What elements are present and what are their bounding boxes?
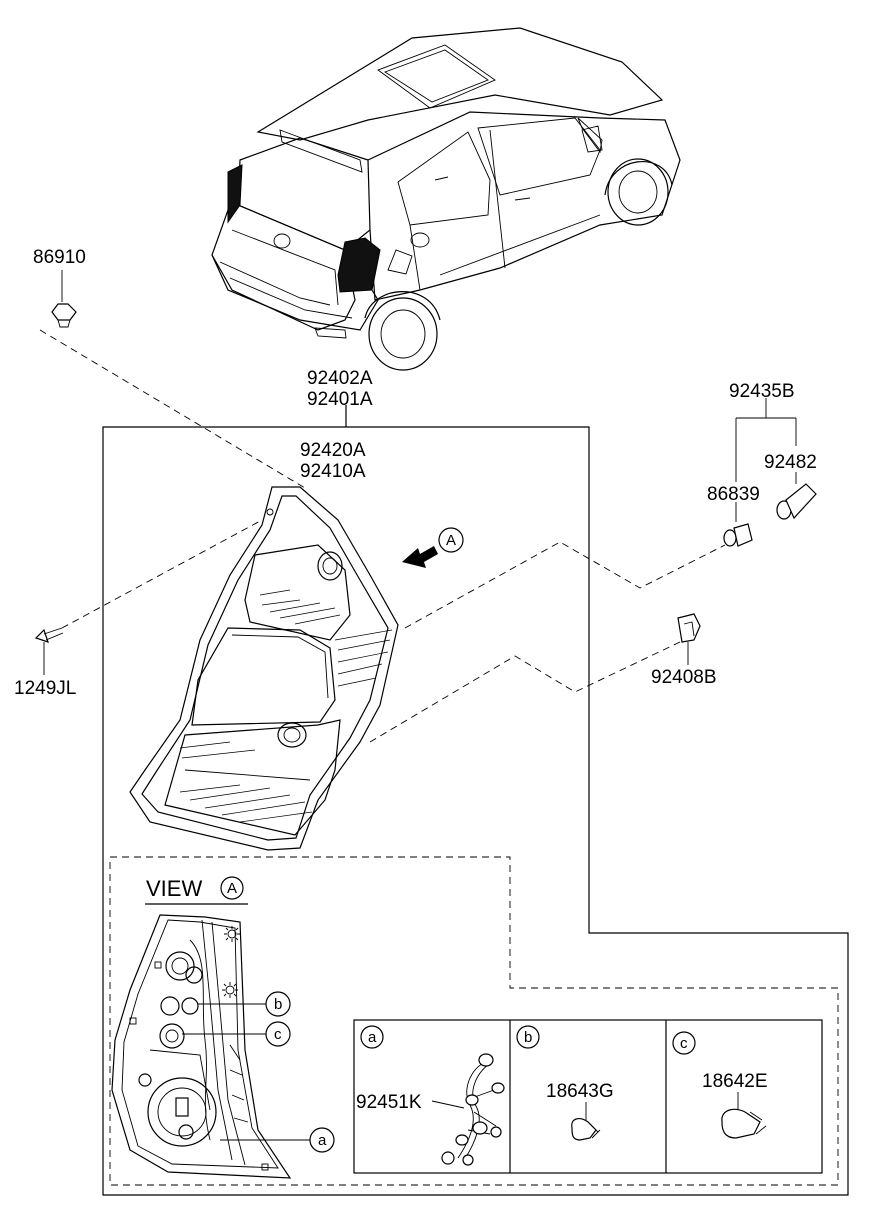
label-86910: 86910: [33, 247, 86, 268]
tail-lamp-assembly: [129, 486, 399, 851]
view-a-frame: [109, 856, 839, 1186]
callout-c-circle: [265, 1021, 291, 1047]
screw-1249jl: [34, 627, 64, 675]
label-92402a: 92402A: [307, 368, 373, 389]
view-a-marker-circle: [220, 876, 244, 900]
panel-c-letter: c: [680, 1035, 688, 1052]
bulb-18643g: [571, 1102, 601, 1141]
label-92401a: 92401A: [307, 389, 373, 410]
callout-b-letter: b: [274, 996, 282, 1013]
view-arrow: [402, 527, 464, 568]
panel-a-letter: a: [368, 1029, 377, 1046]
car-illustration: [211, 27, 681, 371]
socket-86839: [723, 502, 753, 547]
callout-b-circle: [265, 991, 291, 1017]
label-86839: 86839: [707, 484, 760, 505]
label-1249jl: 1249JL: [14, 678, 76, 699]
label-18642e: 18642E: [702, 1071, 768, 1092]
label-18643g: 18643G: [546, 1081, 614, 1102]
dashed-leaders: [39, 329, 726, 743]
arrow-marker-letter: A: [446, 532, 456, 549]
light-icon: [222, 982, 238, 998]
callout-a-letter: a: [318, 1132, 327, 1149]
label-92410a: 92410A: [300, 461, 366, 482]
retainer-92408b: [677, 613, 701, 665]
parts-table: [353, 1019, 823, 1174]
light-icon: [224, 926, 240, 942]
label-92482: 92482: [764, 452, 817, 473]
socket-92482: [776, 472, 817, 520]
assembly-bracket: [102, 426, 849, 1196]
view-marker-letter: A: [227, 880, 237, 897]
label-92451k: 92451K: [356, 1092, 422, 1113]
label-92420a: 92420A: [300, 440, 366, 461]
label-92435b: 92435B: [729, 381, 795, 402]
wiring-harness: [431, 1053, 505, 1166]
clip-86910: [51, 270, 77, 328]
socket-tree: [735, 398, 797, 482]
view-title: VIEW: [146, 876, 202, 901]
callout-a-circle: [309, 1127, 335, 1153]
callout-c-letter: c: [274, 1026, 282, 1043]
view-a-lamp-rear: [111, 914, 292, 1179]
bulb-18642e: [721, 1092, 767, 1139]
label-92408b: 92408B: [651, 667, 717, 688]
panel-b-letter: b: [524, 1029, 532, 1046]
